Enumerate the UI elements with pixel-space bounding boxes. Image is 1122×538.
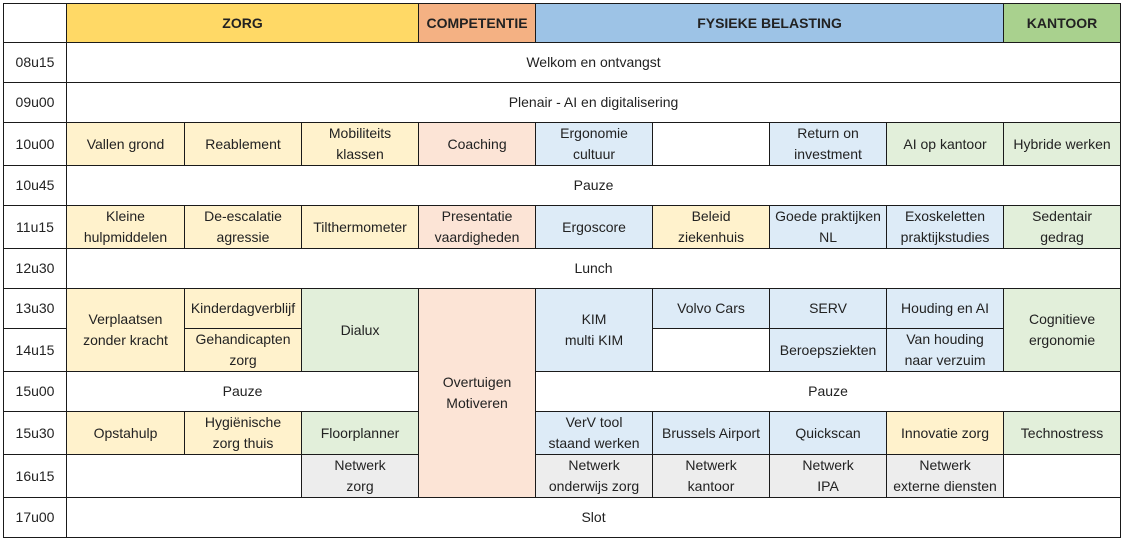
time-cell: 12u30 [3,248,67,289]
session-cell: Brussels Airport [652,411,771,455]
row-1615: 16u15 Netwerk zorg Netwerk onderwijs zor… [3,454,1122,498]
session-cell: Reablement [184,122,302,166]
session-cell: Houding en AI [886,288,1005,329]
session-cell: Tilthermometer [300,205,420,249]
netwerk-cell: Netwerk kantoor [652,454,771,498]
session-cell: Volvo Cars [652,288,771,329]
row-1700: 17u00 Slot [3,497,1122,538]
row-1000: 10u00 Vallen grond Reablement Mobiliteit… [3,122,1122,166]
session-cell: Return on investment [769,122,888,166]
session-cell: Overtuigen Motiveren [418,288,537,498]
pauze-zorg: Pauze [65,371,420,412]
session-cell: Van houding naar verzuim [886,328,1005,372]
row-1115: 11u15 Kleine hulpmiddelen De-escalatie a… [3,205,1122,249]
session-cell: Sedentair gedrag [1003,205,1122,249]
session-cell: AI op kantoor [886,122,1005,166]
header-fysieke-belasting: FYSIEKE BELASTING [535,3,1005,43]
session-cell: Ergonomie cultuur [535,122,654,166]
session-cell: Gehandicapten zorg [184,328,302,372]
session-cell: Beleid ziekenhuis [652,205,771,249]
time-cell: 16u15 [3,454,67,498]
netwerk-cell: Netwerk onderwijs zorg [535,454,654,498]
row-1330: 13u30 Verplaatsen zonder kracht Kinderda… [3,288,1122,498]
session-cell: Cognitieve ergonomie [1003,288,1122,372]
empty-cell [66,454,302,498]
session-cell: Goede praktijken NL [769,205,888,249]
session-cell: Innovatie zorg [886,411,1005,455]
netwerk-cell: Netwerk zorg [300,454,420,498]
plenary-slot: Slot [65,497,1122,538]
session-cell: Quickscan [769,411,888,455]
time-cell: 10u00 [3,122,67,166]
session-cell: Exoskeletten praktijkstudies [886,205,1005,249]
row-1500: 15u00 Pauze Pauze [3,371,1122,412]
row-1530: 15u30 Opstahulp Hygiënische zorg thuis F… [3,411,1122,455]
header-kantoor: KANTOOR [1003,3,1122,43]
header-row: ZORG COMPETENTIE FYSIEKE BELASTING KANTO… [3,3,1122,43]
session-cell: Ergoscore [535,205,654,249]
time-cell: 11u15 [3,205,67,249]
time-cell: 10u45 [3,165,67,206]
session-cell: Presentatie vaardigheden [418,205,537,249]
corner-cell [3,3,67,43]
session-cell: Verplaatsen zonder kracht [66,288,185,372]
session-cell: Technostress [1003,411,1122,455]
time-cell: 15u00 [3,371,67,412]
plenary-welkom: Welkom en ontvangst [65,42,1122,83]
empty-cell [652,122,771,166]
time-cell: 08u15 [3,42,67,83]
empty-cell [652,328,771,372]
session-cell: De-escalatie agressie [184,205,302,249]
time-cell: 09u00 [3,82,67,123]
session-cell: Coaching [418,122,537,166]
header-competentie: COMPETENTIE [418,3,537,43]
netwerk-cell: Netwerk IPA [769,454,888,498]
row-1045: 10u45 Pauze [3,165,1122,206]
pauze-rest: Pauze [535,371,1122,412]
session-cell: Mobiliteits klassen [300,122,420,166]
session-cell: Kleine hulpmiddelen [66,205,185,249]
time-cell: 17u00 [3,497,67,538]
session-cell: Dialux [300,288,420,372]
session-cell: Vallen grond [66,122,185,166]
row-1230: 12u30 Lunch [3,248,1122,289]
plenary-lunch: Lunch [65,248,1122,289]
empty-cell [1003,454,1122,498]
time-cell: 15u30 [3,411,67,455]
session-cell: Kinderdagverblijf [184,288,302,329]
session-cell: SERV [769,288,888,329]
time-cell: 14u15 [3,328,67,372]
netwerk-cell: Netwerk externe diensten [886,454,1005,498]
schedule-table: ZORG COMPETENTIE FYSIEKE BELASTING KANTO… [3,3,1122,538]
session-cell: Beroepsziekten [769,328,888,372]
row-0900: 09u00 Plenair - AI en digitalisering [3,82,1122,123]
header-zorg: ZORG [65,3,420,43]
session-cell: KIM multi KIM [535,288,654,372]
row-0815: 08u15 Welkom en ontvangst [3,42,1122,83]
plenary-pauze: Pauze [65,165,1122,206]
session-cell: Hygiënische zorg thuis [184,411,302,455]
session-cell: Floorplanner [300,411,420,455]
session-cell: VerV tool staand werken [535,411,654,455]
session-cell: Hybride werken [1003,122,1122,166]
row-1415: 14u15 Gehandicapten zorg Beroepsziekten … [3,328,1121,372]
plenary-plenair: Plenair - AI en digitalisering [65,82,1122,123]
time-cell: 13u30 [3,288,67,329]
session-cell: Opstahulp [66,411,185,455]
